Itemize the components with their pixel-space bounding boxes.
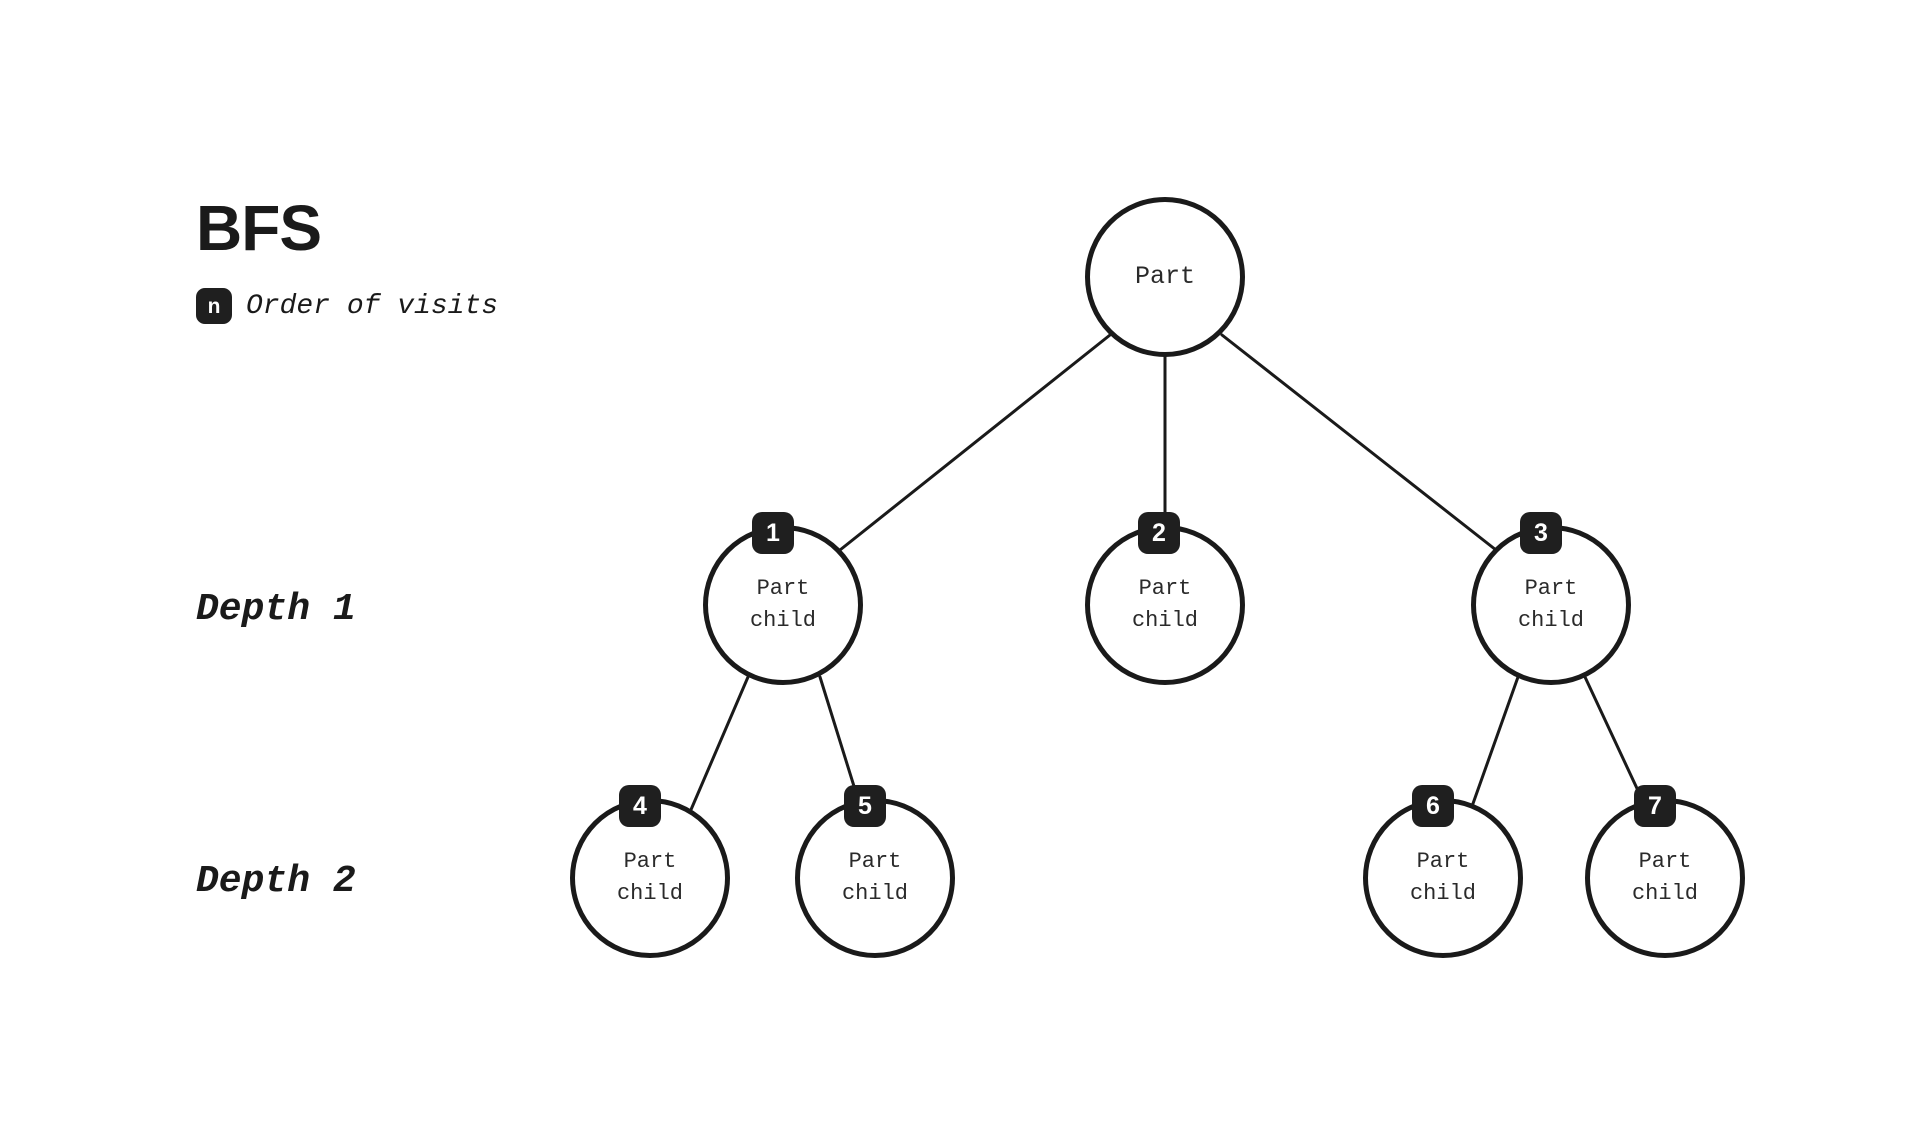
legend-block: BFS n Order of visits [196,196,498,324]
legend-description: Order of visits [246,290,499,322]
tree-node-label: Part child [1631,849,1698,906]
visit-order-badge-6: 6 [1412,785,1454,827]
tree-node-label: Part child [616,849,683,906]
visit-order-badge-4: 4 [619,785,661,827]
page-title: BFS [196,192,322,264]
legend-row: n Order of visits [196,288,498,324]
tree-node-label: Part child [1517,576,1584,633]
legend-badge-icon: n [196,288,232,324]
edge-root-to-d1a [838,333,1112,552]
edge-root-to-d1c [1220,333,1498,552]
edge-d1c-to-d2c [1468,675,1520,814]
tree-node-label: Part child [1409,849,1476,906]
tree-node-label: Part child [1131,576,1198,633]
tree-node-d2b[interactable]: Part child [795,798,955,958]
depth-label-2: Depth 2 [196,860,356,903]
tree-node-d2a[interactable]: Part child [570,798,730,958]
edge-d1a-to-d2a [688,675,750,814]
visit-order-badge-7: 7 [1634,785,1676,827]
tree-node-label: Part child [841,849,908,906]
depth-label-1: Depth 1 [196,588,356,631]
visit-order-badge-5: 5 [844,785,886,827]
tree-node-label: Part child [749,576,816,633]
visit-order-badge-3: 3 [1520,512,1562,554]
tree-node-d2c[interactable]: Part child [1363,798,1523,958]
tree-node-root[interactable]: Part [1085,197,1245,357]
visit-order-badge-1: 1 [752,512,794,554]
tree-node-label: Part [1134,261,1195,291]
visit-order-badge-2: 2 [1138,512,1180,554]
